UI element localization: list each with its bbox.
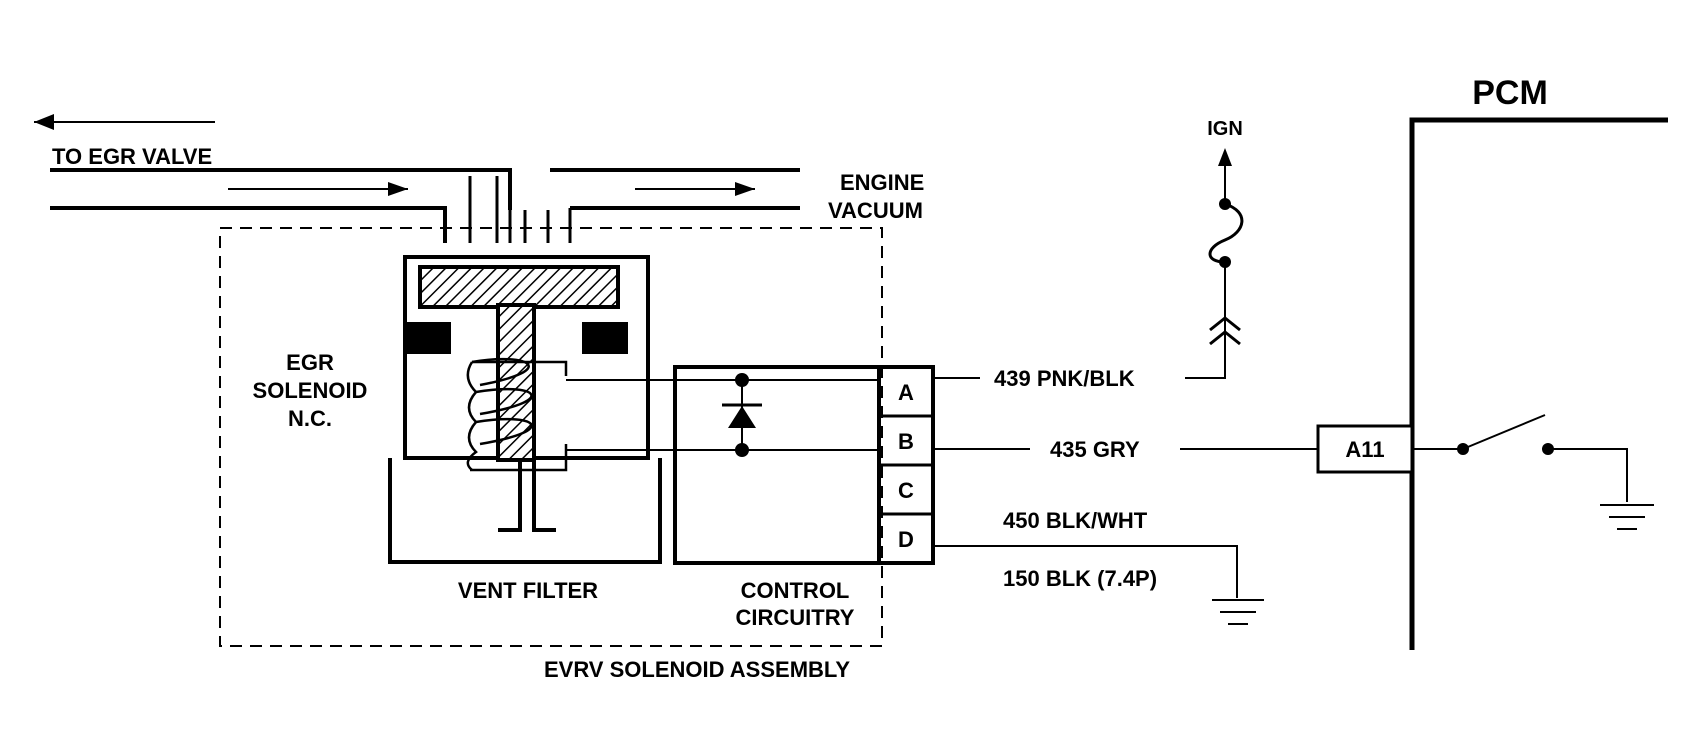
evrv-assembly-label: EVRV SOLENOID ASSEMBLY [544, 657, 850, 682]
egr-solenoid-label-line3: N.C. [288, 406, 332, 431]
connector-pins: A B C D [877, 365, 935, 565]
egr-solenoid-label-line1: EGR [286, 350, 334, 375]
egr-solenoid [388, 255, 662, 564]
pcm-terminal-label: A11 [1345, 437, 1384, 462]
egr-solenoid-label-line2: SOLENOID [253, 378, 368, 403]
solenoid-coil [466, 357, 568, 472]
wire-a-label: 439 PNK/BLK [994, 366, 1135, 391]
ground-symbol-pcm [1600, 504, 1654, 530]
wire-d2-label: 150 BLK (7.4P) [1003, 566, 1157, 591]
pin-b-label: B [898, 429, 914, 454]
vacuum-label: VACUUM [828, 198, 923, 223]
to-egr-valve-label: TO EGR VALVE [52, 144, 212, 169]
pin-d-label: D [898, 527, 914, 552]
vent-filter-label: VENT FILTER [458, 578, 598, 603]
ignition-fuse [1208, 148, 1244, 356]
wiring [933, 356, 1318, 598]
diode-icon [728, 406, 756, 428]
wire-d1-label: 450 BLK/WHT [1003, 508, 1148, 533]
ground-symbol-evrv [1212, 599, 1264, 625]
pin-a-label: A [898, 380, 914, 405]
pcm-module [1316, 117, 1668, 650]
pin-c-label: C [898, 478, 914, 503]
control-circuitry [566, 365, 935, 565]
engine-label: ENGINE [840, 170, 924, 195]
wire-b-label: 435 GRY [1050, 437, 1140, 462]
vacuum-lines [34, 114, 800, 243]
control-circuitry-label-line2: CIRCUITRY [736, 605, 855, 630]
ign-label: IGN [1207, 118, 1243, 140]
evrv-assembly-boundary [219, 227, 883, 647]
control-circuitry-label-line1: CONTROL [741, 578, 850, 603]
pcm-label: PCM [1472, 74, 1548, 112]
